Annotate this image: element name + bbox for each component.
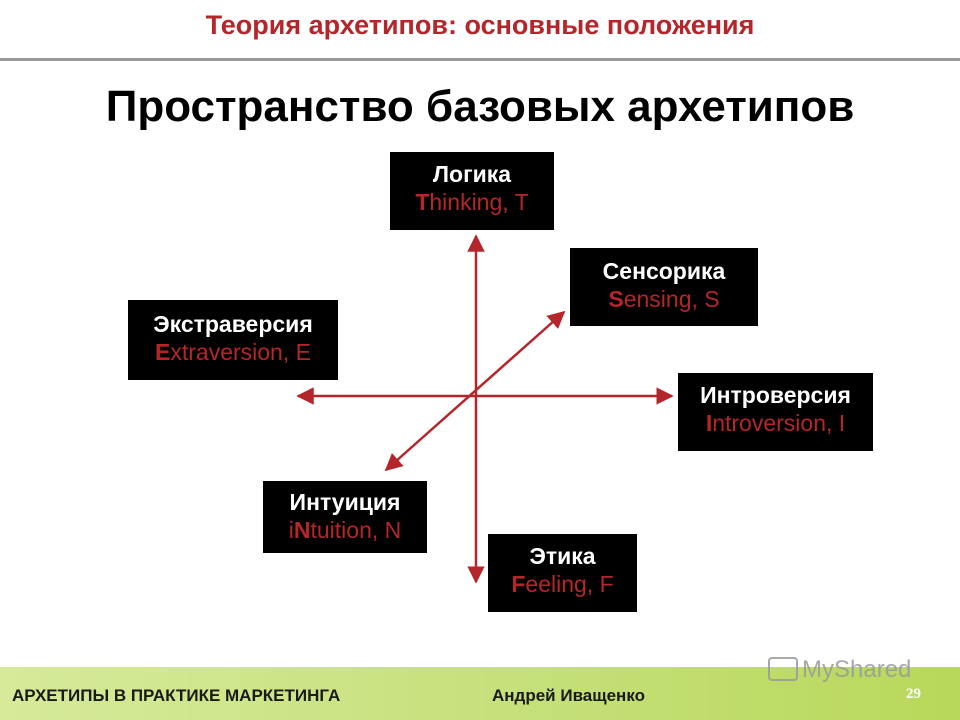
extraversion-label-en: Extraversion, E (155, 339, 311, 365)
sensing-label-en: Sensing, S (608, 286, 720, 312)
sensing-box: Сенсорика Sensing, S (570, 248, 758, 326)
footer-bar (0, 667, 960, 720)
extraversion-box: Экстраверсия Extraversion, E (128, 300, 338, 380)
logic-label: Логика (432, 161, 512, 187)
header-title: Теория архетипов: основные положения (205, 10, 755, 40)
footer-course-title: АРХЕТИПЫ В ПРАКТИКЕ МАРКЕТИНГА (12, 686, 341, 705)
feeling-box: Этика Feeling, F (488, 534, 637, 612)
logic-box: Логика Thinking, T (390, 152, 554, 230)
feeling-label-ru: Этика (529, 543, 596, 569)
intuition-label-ru: Интуиция (289, 489, 401, 515)
footer-author: Андрей Иващенко (492, 686, 645, 705)
page-number: 29 (906, 686, 921, 702)
watermark-logo-icon (768, 656, 798, 681)
feeling-label-en: Feeling, F (511, 571, 614, 597)
intuition-label-en: iNtuition, N (288, 517, 402, 543)
sensing-label-ru: Сенсорика (602, 258, 726, 284)
watermark: MyShared (768, 656, 911, 684)
intuition-box: Интуиция iNtuition, N (263, 481, 427, 553)
thinking-label: Thinking, T (415, 189, 529, 215)
header-divider (0, 58, 960, 61)
diagonal-axis (384, 310, 566, 472)
introversion-label-en: Introversion, I (705, 410, 846, 436)
extraversion-label-ru: Экстраверсия (153, 311, 313, 337)
slide-title: Пространство базовых архетипов (105, 82, 855, 131)
introversion-box: Интроверсия Introversion, I (678, 373, 873, 451)
introversion-label-ru: Интроверсия (700, 382, 851, 408)
